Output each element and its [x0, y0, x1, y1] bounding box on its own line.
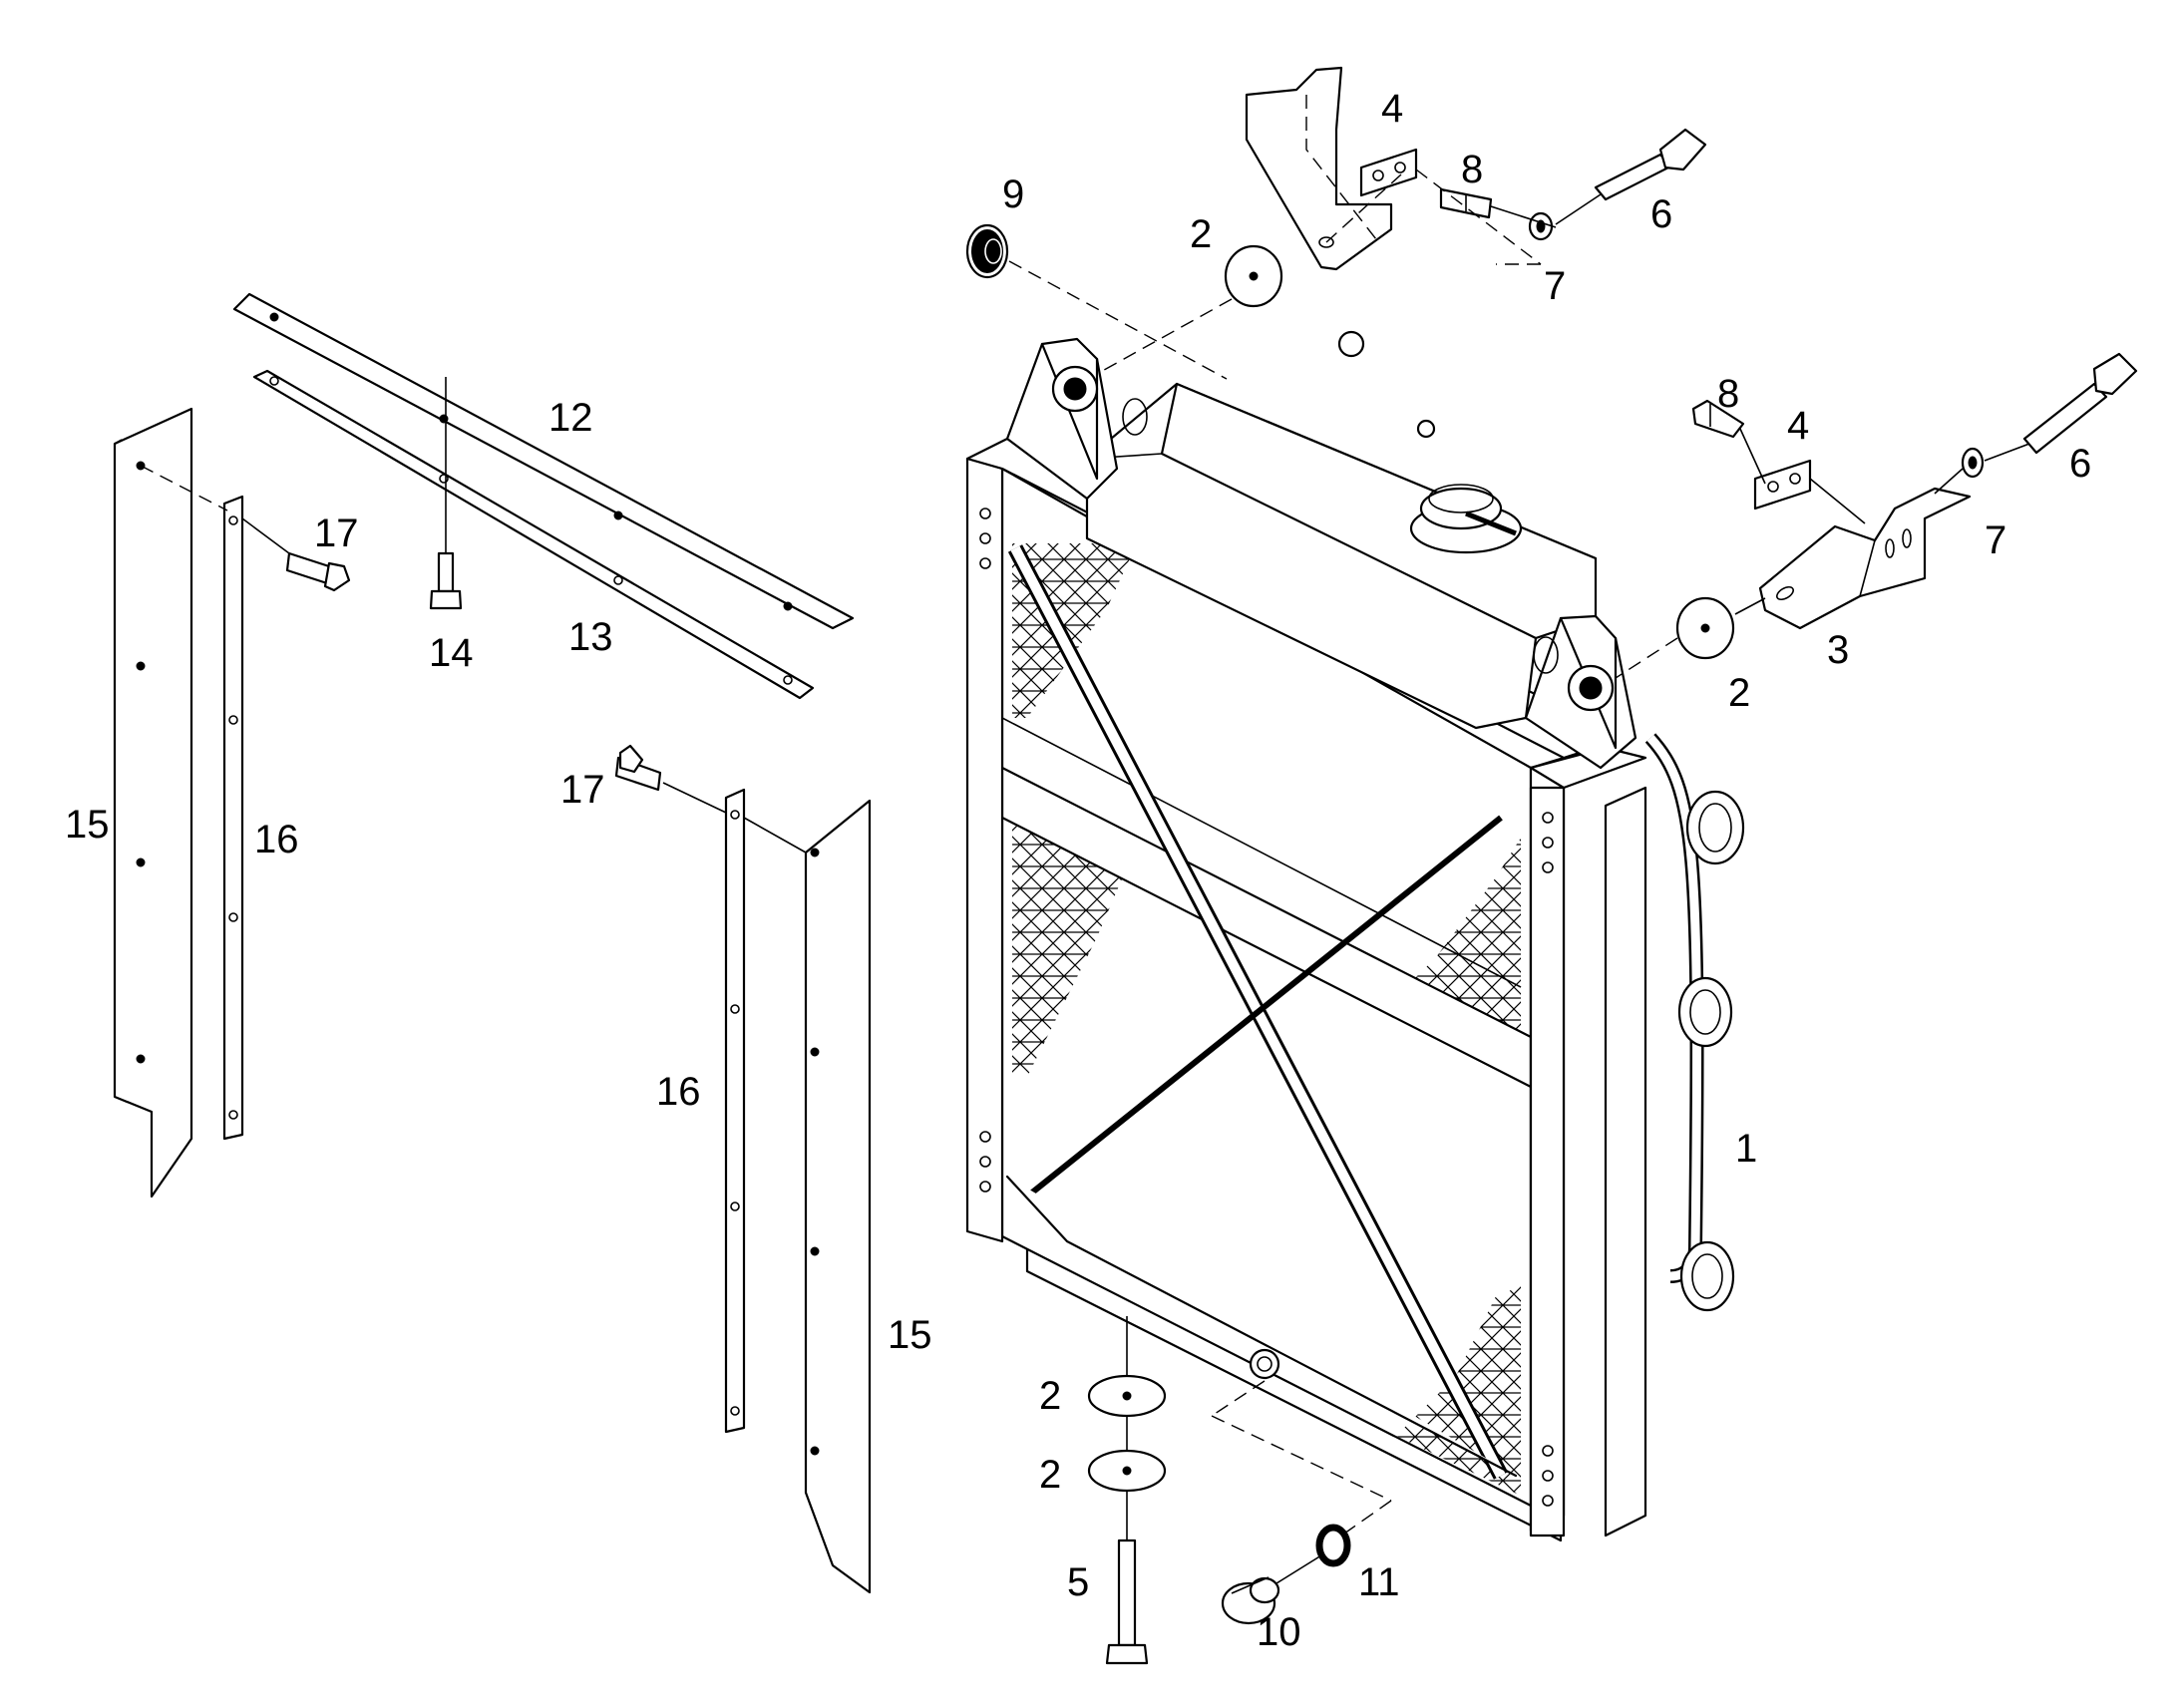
- label-item-16: 16: [254, 818, 299, 861]
- bolt-item-8-top: [1439, 187, 1493, 219]
- screw-item-14: [429, 551, 463, 610]
- plate-item-4-top: [1359, 148, 1418, 197]
- right-post-holes-top: [1542, 812, 1554, 873]
- seal-strip-item-12: [232, 292, 855, 630]
- label-item-8: 8: [1717, 372, 1739, 416]
- label-item-8: 8: [1461, 148, 1483, 191]
- bolt-item-5: [1105, 1538, 1149, 1665]
- right-post-holes-bottom: [1542, 1445, 1554, 1507]
- label-item-15: 15: [888, 1313, 932, 1357]
- o-ring-item-11: [1315, 1524, 1351, 1567]
- bolt-item-8-right: [1691, 399, 1745, 439]
- grommet-item-9: [965, 223, 1009, 279]
- left-post-holes-bottom: [979, 1131, 991, 1193]
- isolator-item-2-right: [1675, 596, 1735, 660]
- label-item-3: 3: [1827, 628, 1849, 672]
- label-item-14: 14: [429, 631, 474, 675]
- label-item-9: 9: [1002, 172, 1024, 216]
- bracket-item-top: [1245, 66, 1393, 271]
- screw-item-17-left: [285, 551, 351, 592]
- filler-cap-icon: [1409, 484, 1523, 554]
- screw-item-17-right: [614, 744, 662, 792]
- label-item-7: 7: [1985, 518, 2006, 562]
- drain-boss-icon: [1249, 1348, 1280, 1380]
- label-item-2: 2: [1728, 671, 1750, 715]
- label-item-4: 4: [1381, 87, 1403, 131]
- label-item-7: 7: [1544, 264, 1566, 308]
- isolator-item-2-top: [1224, 244, 1283, 308]
- plate-item-4-right: [1753, 459, 1812, 511]
- label-item-6: 6: [2069, 442, 2091, 486]
- label-item-2: 2: [1039, 1453, 1061, 1497]
- bolt-item-6-right: [2022, 352, 2138, 455]
- retainer-bar-item-16-right: [724, 788, 746, 1434]
- isolator-item-2-bottom-1: [1087, 1374, 1167, 1418]
- seal-panel-item-15-left: [113, 407, 193, 1198]
- label-item-10: 10: [1257, 1610, 1301, 1654]
- retainer-strip-item-13: [252, 369, 815, 700]
- bracket-item-3: [1758, 487, 1972, 630]
- leader-lines: [140, 169, 2030, 1584]
- label-item-11: 11: [1358, 1560, 1400, 1604]
- label-item-12: 12: [548, 396, 593, 440]
- pipe-stub-middle: [1677, 976, 1733, 1048]
- isolator-item-2-bottom-2: [1087, 1449, 1167, 1493]
- radiator-assembly: [965, 330, 1745, 1542]
- pipe-stub-upper: [1685, 790, 1745, 865]
- retainer-bar-item-16-left: [222, 495, 244, 1141]
- label-item-15: 15: [65, 803, 110, 847]
- label-item-17: 17: [314, 512, 359, 555]
- bolt-item-6-top: [1594, 128, 1707, 201]
- label-item-17: 17: [560, 768, 605, 812]
- label-item-1: 1: [1735, 1127, 1757, 1171]
- pipe-stub-lower: [1679, 1240, 1735, 1312]
- expansion-tank: [1085, 330, 1598, 730]
- label-item-2: 2: [1039, 1374, 1061, 1418]
- washer-item-7-right: [1961, 447, 1985, 479]
- label-item-16: 16: [656, 1070, 701, 1114]
- label-item-4: 4: [1787, 404, 1809, 448]
- left-post-holes-top: [979, 508, 991, 569]
- top-left-mount-bracket: [1005, 337, 1148, 501]
- label-item-5: 5: [1067, 1560, 1089, 1604]
- seal-panel-item-15-right: [804, 799, 872, 1594]
- label-item-13: 13: [568, 615, 613, 659]
- label-item-2: 2: [1190, 212, 1212, 256]
- label-item-6: 6: [1650, 192, 1672, 236]
- top-right-mount-bracket: [1524, 614, 1637, 770]
- drain-plug-item-10: [1221, 1576, 1280, 1625]
- callout-labels: 1 2 2 2 2 3 4 4 5 6 6 7 7 8 8 9 10 11 12…: [65, 87, 2091, 1654]
- washer-item-7-top: [1528, 211, 1554, 241]
